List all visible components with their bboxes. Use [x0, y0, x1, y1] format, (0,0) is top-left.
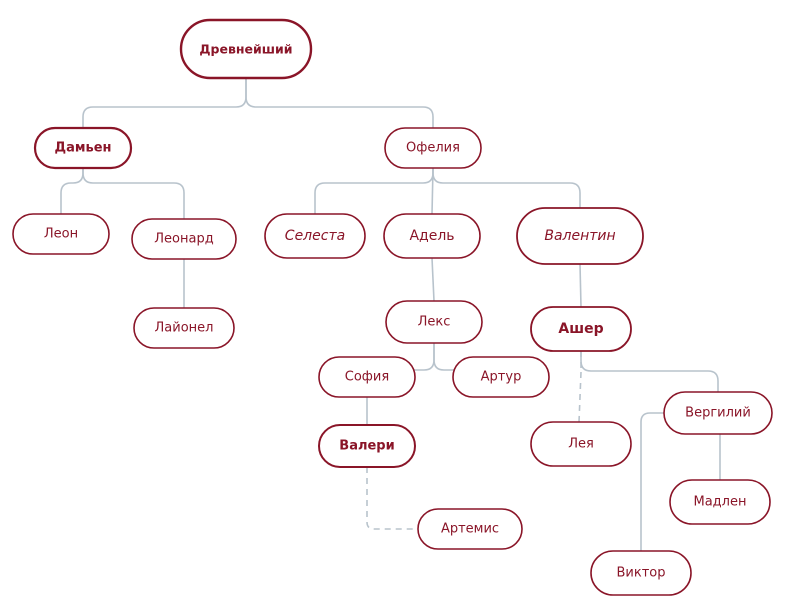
- edge-damyen-leonard: [82, 168, 185, 219]
- node-damyen: Дамьен: [33, 126, 133, 170]
- edge-ofeliya-selesta: [314, 168, 434, 214]
- node-label: София: [345, 370, 389, 385]
- node-valeri: Валери: [318, 424, 416, 468]
- node-label: Вергилий: [685, 406, 751, 421]
- edge-drevneyshiy-damyen: [82, 78, 247, 128]
- node-label: Леонард: [154, 232, 213, 247]
- node-label: Лея: [568, 437, 594, 452]
- node-label: Виктор: [617, 566, 666, 581]
- node-box: [384, 127, 482, 169]
- node-madlen: Мадлен: [669, 479, 771, 525]
- node-box: [318, 424, 416, 468]
- edge-valentin-asher: [579, 263, 582, 308]
- node-box: [417, 508, 523, 550]
- node-box: [133, 307, 235, 349]
- node-label: Ашер: [558, 321, 603, 337]
- edge-asher-vergiliy: [580, 351, 719, 392]
- edge-vergiliy-viktor: [640, 412, 664, 551]
- node-viktor: Виктор: [590, 550, 692, 596]
- node-label: Артур: [481, 370, 522, 385]
- node-artur: Артур: [452, 356, 550, 398]
- node-box: [516, 207, 644, 265]
- node-label: Валери: [339, 439, 394, 454]
- node-label: Лекс: [418, 315, 451, 330]
- node-selesta: Селеста: [264, 213, 366, 259]
- edges-layer: [60, 78, 721, 551]
- node-box: [179, 18, 313, 80]
- edge-damyen-leon: [60, 168, 84, 214]
- node-box: [264, 213, 366, 259]
- node-drevneyshiy: Древнейший: [179, 18, 313, 80]
- node-box: [385, 300, 483, 344]
- edge-adel-leks: [431, 257, 435, 302]
- node-artemis: Артемис: [417, 508, 523, 550]
- node-box: [663, 391, 773, 435]
- node-box: [530, 421, 632, 467]
- node-leya: Лея: [530, 421, 632, 467]
- node-box: [383, 213, 481, 259]
- node-label: Дамьен: [55, 141, 112, 156]
- node-ofeliya: Офелия: [384, 127, 482, 169]
- node-box: [33, 126, 133, 170]
- node-leks: Лекс: [385, 300, 483, 344]
- node-label: Лайонел: [155, 321, 214, 336]
- node-label: Леон: [44, 227, 78, 242]
- edge-ofeliya-valentin: [432, 168, 581, 208]
- node-leon: Леон: [12, 213, 110, 255]
- node-valentin: Валентин: [516, 207, 644, 265]
- node-label: Древнейший: [199, 42, 292, 57]
- node-sofiya: София: [318, 356, 416, 398]
- node-box: [530, 306, 632, 352]
- node-box: [590, 550, 692, 596]
- node-laionel: Лайонел: [133, 307, 235, 349]
- node-box: [318, 356, 416, 398]
- node-box: [669, 479, 771, 525]
- node-asher: Ашер: [530, 306, 632, 352]
- node-label: Адель: [409, 228, 454, 244]
- edge-drevneyshiy-ofeliya: [245, 78, 434, 128]
- edge-valeri-artemis: [366, 467, 418, 530]
- node-vergiliy: Вергилий: [663, 391, 773, 435]
- node-adel: Адель: [383, 213, 481, 259]
- node-box: [131, 218, 237, 260]
- node-label: Мадлен: [694, 495, 747, 510]
- node-label: Селеста: [285, 228, 345, 244]
- node-box: [12, 213, 110, 255]
- node-leonard: Леонард: [131, 218, 237, 260]
- node-label: Валентин: [544, 228, 615, 244]
- node-box: [452, 356, 550, 398]
- node-label: Артемис: [441, 522, 499, 537]
- node-label: Офелия: [406, 141, 460, 156]
